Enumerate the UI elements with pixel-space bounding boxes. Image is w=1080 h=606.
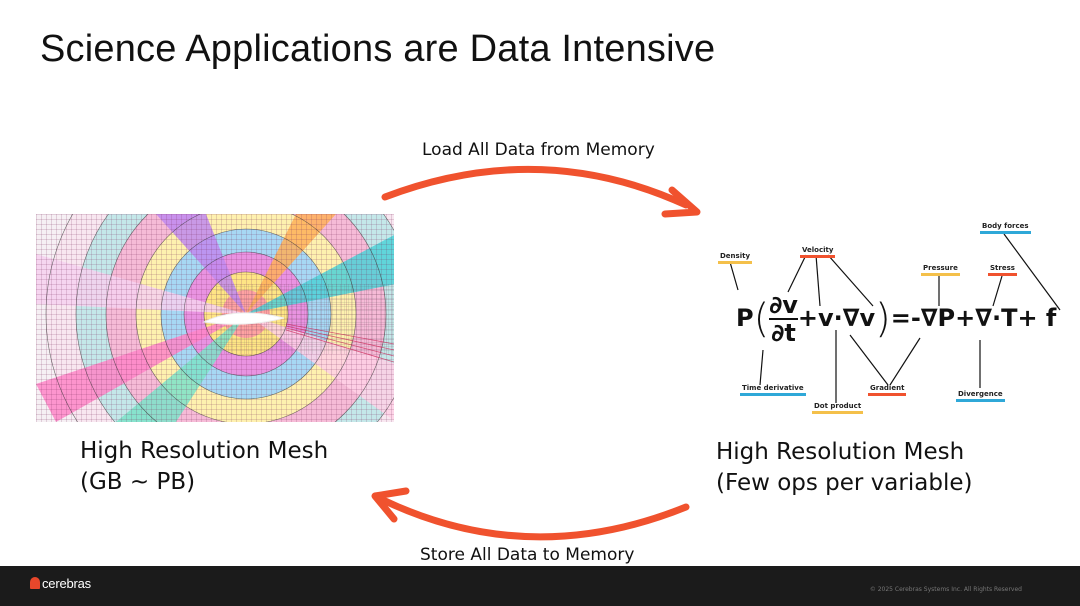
left-caption-line2: (GB ~ PB) (80, 469, 196, 495)
logo-text: cerebras (42, 576, 91, 591)
tag-time-derivative: Time derivative (740, 384, 806, 396)
eq-convective-term: +v·∇v (797, 304, 876, 332)
slide-title: Science Applications are Data Intensive (40, 28, 716, 70)
tag-body-forces: Body forces (980, 222, 1031, 234)
left-caption: High Resolution Mesh (GB ~ PB) (80, 436, 328, 498)
tag-dot-product: Dot product (812, 402, 864, 414)
eq-denominator: ∂t (771, 319, 796, 347)
copyright-notice: © 2025 Cerebras Systems Inc. All Rights … (869, 586, 1022, 593)
navier-stokes-equation: P(∂v∂t+v·∇v)=-∇P+∇·T+ f Density Velocity… (708, 210, 1080, 420)
eq-right-side: =-∇P+∇·T+ f (890, 304, 1057, 332)
left-caption-line1: High Resolution Mesh (80, 438, 329, 464)
cerebras-logo: cerebras (30, 576, 91, 591)
eq-time-fraction: ∂v∂t (769, 292, 798, 346)
equation-connector-lines (729, 233, 1061, 403)
mesh-visualization-image (36, 214, 394, 422)
store-arrow-label: Store All Data to Memory (420, 545, 635, 565)
eq-density-symbol: P (736, 304, 754, 332)
tag-gradient: Gradient (868, 384, 907, 396)
tag-stress: Stress (988, 264, 1017, 276)
tag-velocity: Velocity (800, 246, 836, 258)
cerebras-logo-icon (30, 577, 40, 589)
store-arrow-head (371, 487, 410, 523)
load-arrow-head (661, 186, 701, 218)
equation-expression: P(∂v∂t+v·∇v)=-∇P+∇·T+ f (736, 291, 1057, 347)
right-caption-line2: (Few ops per variable) (716, 470, 973, 496)
right-caption: High Resolution Mesh (Few ops per variab… (716, 437, 972, 499)
footer-bar: cerebras © 2025 Cerebras Systems Inc. Al… (0, 566, 1080, 606)
tag-density: Density (718, 252, 753, 264)
load-arrow-label: Load All Data from Memory (422, 140, 655, 160)
eq-numerator: ∂v (769, 291, 798, 320)
load-arrow (381, 165, 690, 209)
right-caption-line1: High Resolution Mesh (716, 439, 965, 465)
store-arrow (379, 496, 690, 541)
tag-divergence: Divergence (956, 390, 1005, 402)
tag-pressure: Pressure (921, 264, 960, 276)
